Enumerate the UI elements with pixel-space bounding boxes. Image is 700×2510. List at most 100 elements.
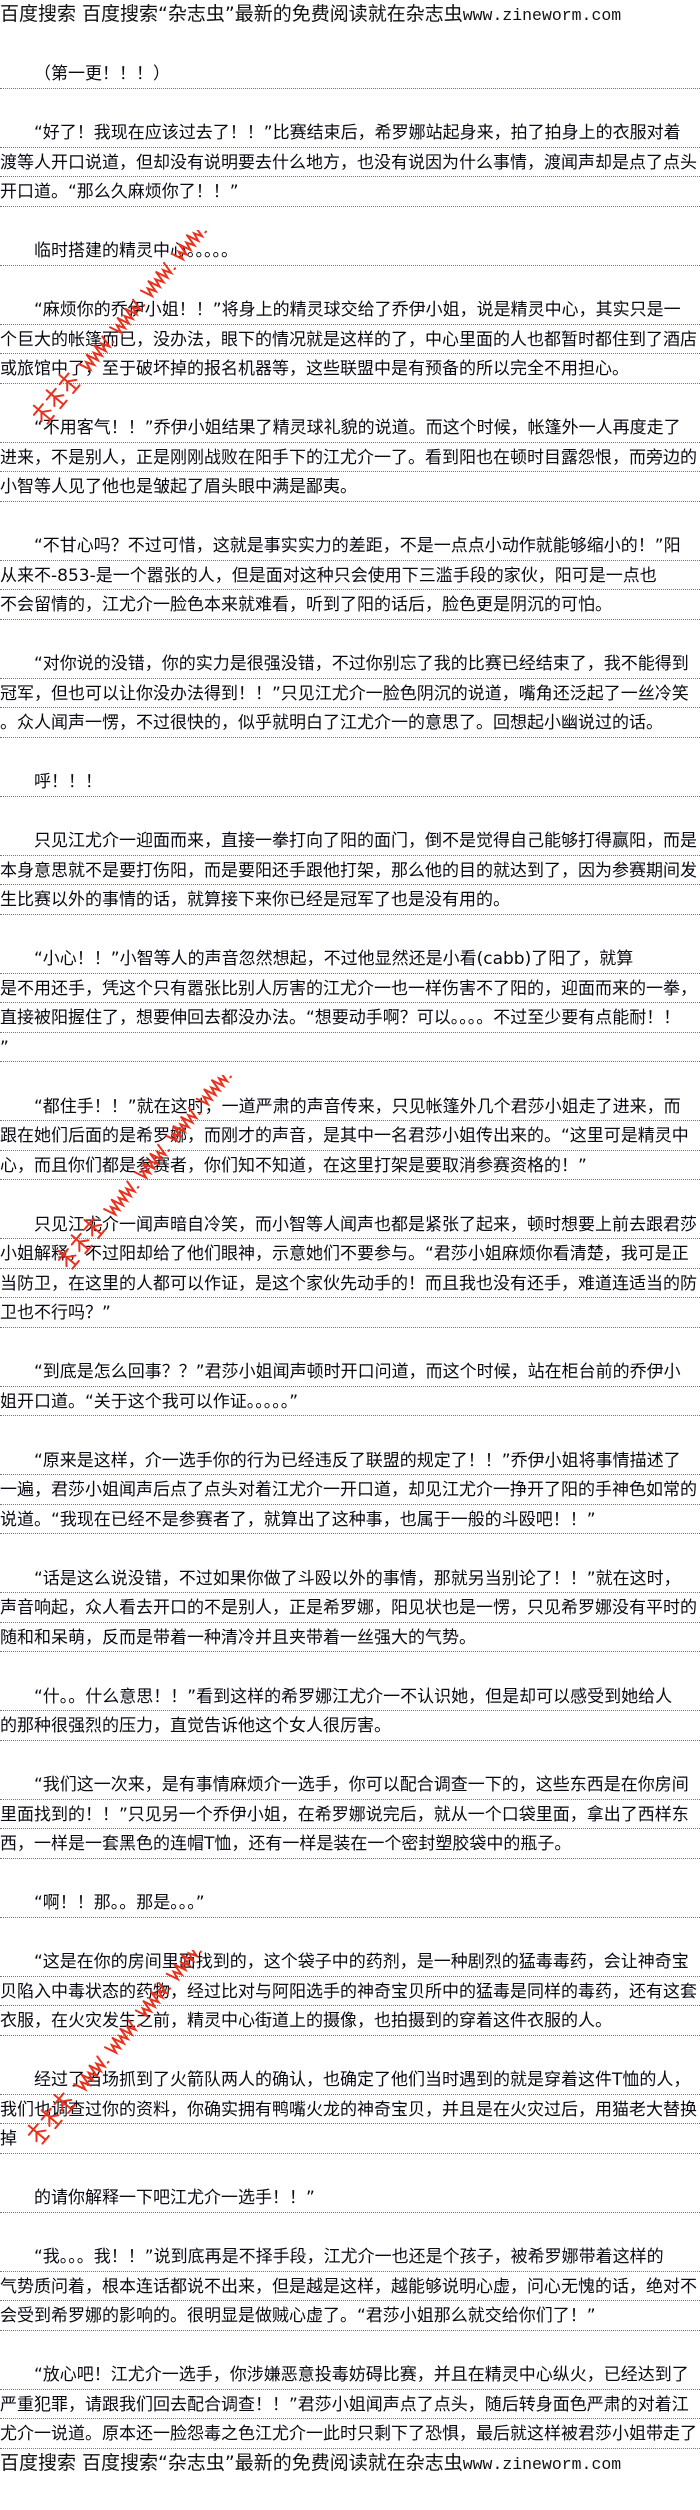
paragraph-line: 跟在她们后面的是希罗娜，而刚才的声音，是其中一名君莎小姐传出来的。“这里可是精灵… [0,1121,700,1151]
paragraph: “不甘心吗？不过可惜，这就是事实实力的差距，不是一点点小动作就能够缩小的！”阳从… [0,531,700,620]
paragraph-spacer [0,266,700,296]
paragraph-line: 的那种很强烈的压力，直觉告诉他这个女人很厉害。 [0,1711,700,1741]
paragraph-spacer [0,1534,700,1564]
paragraph: 呼！！！ [0,767,700,797]
paragraph-line: 只见江尤介一迎面而来，直接一拳打向了阳的面门，倒不是觉得自己能够打得赢阳，而是 [0,826,700,856]
paragraph-line: “啊！！那。。那是。。。” [0,1888,700,1918]
paragraph: “麻烦你的乔伊小姐！！”将身上的精灵球交给了乔伊小姐，说是精灵中心，其实只是一个… [0,295,700,384]
paragraph: “放心吧！江尤介一选手，你涉嫌恶意投毒妨碍比赛，并且在精灵中心纵火，已经达到了严… [0,2360,700,2449]
paragraph-line: 冠军，但也可以让你没办法得到！！”只见江尤介一脸色阴沉的说道，嘴角还泛起了一丝冷… [0,679,700,708]
paragraph-line: 从来不-853-是一个嚣张的人，但是面对这种只会使用下三滥手段的家伙，阳可是一点… [0,561,700,590]
paragraph-spacer [0,2036,700,2066]
paragraph-line: “原来是这样，介一选手你的行为已经违反了联盟的规定了！！”乔伊小姐将事情描述了 [0,1446,700,1475]
paragraph-spacer [0,1416,700,1446]
paragraph: “对你说的没错，你的实力是很强没错，不过你别忘了我的比赛已经结束了，我不能得到冠… [0,649,700,738]
paragraph-line: 小智等人见了他也是皱起了眉头眼中满是鄙夷。 [0,472,700,502]
paragraph-line: “话是这么说没错，不过如果你做了斗殴以外的事情，那就另当别论了！！”就在这时， [0,1564,700,1593]
paragraph-line: 随和和呆萌，反而是带着一种清冷并且夹带着一丝强大的气势。 [0,1623,700,1652]
paragraph: 临时搭建的精灵中心。。。。。 [0,236,700,266]
paragraph-line: 掉 [0,2124,700,2154]
paragraph-spacer [0,2213,700,2243]
paragraph-line: 西，一样是一套黑色的连帽T恤，还有一样是装在一个密封塑胶袋中的瓶子。 [0,1829,700,1859]
paragraph-line: 一遍，君莎小姐闻声后点了点头对着江尤介一开口道，却见江尤介一挣开了阳的手神色如常… [0,1475,700,1505]
paragraph-line: “对你说的没错，你的实力是很强没错，不过你别忘了我的比赛已经结束了，我不能得到 [0,649,700,679]
paragraph-line: “我。。。我！！”说到底再是不择手段，江尤介一也还是个孩子，被希罗娜带着这样的 [0,2242,700,2272]
paragraph-line: “到底是怎么回事？？”君莎小姐闻声顿时开口问道，而这个时候，站在柜台前的乔伊小 [0,1357,700,1387]
paragraph: 的请你解释一下吧江尤介一选手！！” [0,2183,700,2213]
banner-text: 百度搜索 百度搜索“杂志虫”最新的免费阅读就在杂志虫 [0,2451,463,2474]
paragraph-spacer [0,1918,700,1948]
paragraph: “都住手！！”就在这时，一道严肃的声音传来，只见帐篷外几个君莎小姐走了进来，而跟… [0,1092,700,1180]
paragraph: “到底是怎么回事？？”君莎小姐闻声顿时开口问道，而这个时候，站在柜台前的乔伊小姐… [0,1357,700,1416]
paragraph-line: “不用客气！！”乔伊小姐结果了精灵球礼貌的说道。而这个时候，帐篷外一人再度走了 [0,413,700,443]
paragraph-line: “小心！！”小智等人的声音忽然想起，不过他显然还是小看(cabb)了阳了，就算 [0,944,700,974]
banner-url-link[interactable]: www.zineworm.com [462,6,622,25]
paragraph-line: 卫也不行吗？” [0,1298,700,1328]
paragraph: （第一更！！！） [0,59,700,89]
paragraph-spacer [0,1859,700,1889]
paragraph-spacer [0,1741,700,1771]
paragraph-line: 当防卫，在这里的人都可以作证，是这个家伙先动手的！而且我也没有还手，难道连适当的… [0,1269,700,1298]
paragraph-line: 本身意思就不是要打伤阳，而是要阳还手跟他打架，那么他的目的就达到了，因为参赛期间… [0,856,700,885]
paragraph-line: “都住手！！”就在这时，一道严肃的声音传来，只见帐篷外几个君莎小姐走了进来，而 [0,1092,700,1121]
paragraph-line: 心，而且你们都是参赛者，你们知不知道，在这里打架是要取消参赛资格的！” [0,1151,700,1180]
paragraph-spacer [0,915,700,945]
paragraph-line: “麻烦你的乔伊小姐！！”将身上的精灵球交给了乔伊小姐，说是精灵中心，其实只是一 [0,295,700,325]
paragraph: 只见江尤介一闻声暗自冷笑，而小智等人闻声也都是紧张了起来，顿时想要上前去跟君莎小… [0,1210,700,1328]
paragraph-line: 个巨大的帐篷而已，没办法，眼下的情况就是这样的了，中心里面的人也都暂时都住到了酒… [0,325,700,354]
paragraph-line: 里面找到的！！”只见另一个乔伊小姐，在希罗娜说完后，就从一个口袋里面，拿出了西样… [0,1800,700,1829]
paragraph-line: 直接被阳握住了，想要伸回去都没办法。“想要动手啊？可以。。。。不过至少要有点能耐… [0,1003,700,1033]
paragraph-line: 气势质问着，根本连话都说不出来，但是越是这样，越能够说明心虚，问心无愧的话，绝对… [0,2272,700,2301]
paragraph-line: 声音响起，众人看去开口的不是别人，正是希罗娜，阳见状也是一愣，只见希罗娜没有平时… [0,1593,700,1623]
paragraph-line: 或旅馆中了，至于破坏掉的报名机器等，这些联盟中是有预备的所以完全不用担心。 [0,354,700,384]
paragraph-line: 呼！！！ [0,767,700,797]
paragraph: “啊！！那。。那是。。。” [0,1888,700,1918]
paragraph-line: 渡等人开口说道，但却没有说明要去什么地方，也没有说因为什么事情，渡闻声却是点了点… [0,148,700,177]
banner-text: 百度搜索 百度搜索“杂志虫”最新的免费阅读就在杂志虫 [0,3,463,25]
paragraph-spacer [0,502,700,532]
paragraph: “好了！我现在应该过去了！！”比赛结束后，希罗娜站起身来，拍了拍身上的衣服对着渡… [0,118,700,207]
paragraph-line: “放心吧！江尤介一选手，你涉嫌恶意投毒妨碍比赛，并且在精灵中心纵火，已经达到了 [0,2360,700,2390]
paragraph: “这是在你的房间里面找到的，这个袋子中的药剂，是一种剧烈的猛毒毒药，会让神奇宝贝… [0,1947,700,2036]
paragraph-line: 会受到希罗娜的影响的。很明显是做贼心虚了。“君莎小姐那么就交给你们了！” [0,2301,700,2331]
paragraph-line: 说道。“我现在已经不是参赛者了，就算出了这种事，也属于一般的斗殴吧！！” [0,1505,700,1534]
paragraph: “我。。。我！！”说到底再是不择手段，江尤介一也还是个孩子，被希罗娜带着这样的气… [0,2242,700,2331]
paragraph: 只见江尤介一迎面而来，直接一拳打向了阳的面门，倒不是觉得自己能够打得赢阳，而是本… [0,826,700,915]
paragraph-spacer [0,1328,700,1358]
paragraph-spacer [0,1062,700,1092]
paragraph-line: “好了！我现在应该过去了！！”比赛结束后，希罗娜站起身来，拍了拍身上的衣服对着 [0,118,700,148]
paragraph-spacer [0,384,700,414]
footer-banner: 百度搜索 百度搜索“杂志虫”最新的免费阅读就在杂志虫www.zineworm.c… [0,2449,700,2479]
paragraph-line: 是不用还手，凭这个只有嚣张比别人厉害的江尤介一也一样伤害不了阳的，迎面而来的一拳… [0,974,700,1003]
paragraph-line: 生比赛以外的事情的话，就算接下来你已经是冠军了也是没有用的。 [0,885,700,915]
paragraph: “小心！！”小智等人的声音忽然想起，不过他显然还是小看(cabb)了阳了，就算是… [0,944,700,1062]
paragraph-spacer [0,2331,700,2361]
paragraph-line: （第一更！！！） [0,59,700,89]
paragraph-line: 进来，不是别人，正是刚刚战败在阳手下的江尤介一了。看到阳也在顿时目露怨恨，而旁边… [0,443,700,472]
paragraph: “原来是这样，介一选手你的行为已经违反了联盟的规定了！！”乔伊小姐将事情描述了一… [0,1446,700,1534]
paragraph-line: “这是在你的房间里面找到的，这个袋子中的药剂，是一种剧烈的猛毒毒药，会让神奇宝 [0,1947,700,1977]
paragraph-line: 只见江尤介一闻声暗自冷笑，而小智等人闻声也都是紧张了起来，顿时想要上前去跟君莎 [0,1210,700,1239]
paragraph-line: 的请你解释一下吧江尤介一选手！！” [0,2183,700,2213]
banner-url-link[interactable]: www.zineworm.com [462,2454,622,2474]
paragraph: “什。。什么意思！！”看到这样的希罗娜江尤介一不认识她，但是却可以感受到她给人的… [0,1682,700,1741]
paragraph-spacer [0,207,700,237]
paragraph: “话是这么说没错，不过如果你做了斗殴以外的事情，那就另当别论了！！”就在这时，声… [0,1564,700,1652]
paragraph-spacer [0,738,700,768]
paragraph: “不用客气！！”乔伊小姐结果了精灵球礼貌的说道。而这个时候，帐篷外一人再度走了进… [0,413,700,502]
paragraph-line: ” [0,1033,700,1062]
paragraph-line: 不会留情的，江尤介一脸色本来就难看，听到了阳的话后，脸色更是阴沉的可怕。 [0,590,700,620]
paragraph-spacer [0,1652,700,1682]
paragraph-line: 严重犯罪，请跟我们回去配合调查！！”君莎小姐闻声点了点头，随后转身面色严肃的对着… [0,2390,700,2419]
paragraph-line: “不甘心吗？不过可惜，这就是事实实力的差距，不是一点点小动作就能够缩小的！”阳 [0,531,700,561]
paragraph-line: 临时搭建的精灵中心。。。。。 [0,236,700,266]
paragraph-line: 衣服，在火灾发生之前，精灵中心街道上的摄像，也拍摄到的穿着这件衣服的人。 [0,2006,700,2036]
paragraph-line: 尤介一说道。原本还一脸怨毒之色江尤介一此时只剩下了恐惧，最后就这样被君莎小姐带走… [0,2419,700,2449]
paragraph-spacer [0,30,700,60]
paragraph-line: 。众人闻声一愣，不过很快的，似乎就明白了江尤介一的意思了。回想起小幽说过的话。 [0,708,700,738]
paragraph-spacer [0,797,700,827]
paragraph: “我们这一次来，是有事情麻烦介一选手，你可以配合调查一下的，这些东西是在你房间里… [0,1770,700,1859]
paragraph-spacer [0,1180,700,1210]
paragraph-line: 姐开口道。“关于这个我可以作证。。。。。” [0,1387,700,1416]
paragraph-line: 贝陷入中毒状态的药物，经过比对与阿阳选手的神奇宝贝所中的猛毒是同样的毒药，还有这… [0,1977,700,2006]
